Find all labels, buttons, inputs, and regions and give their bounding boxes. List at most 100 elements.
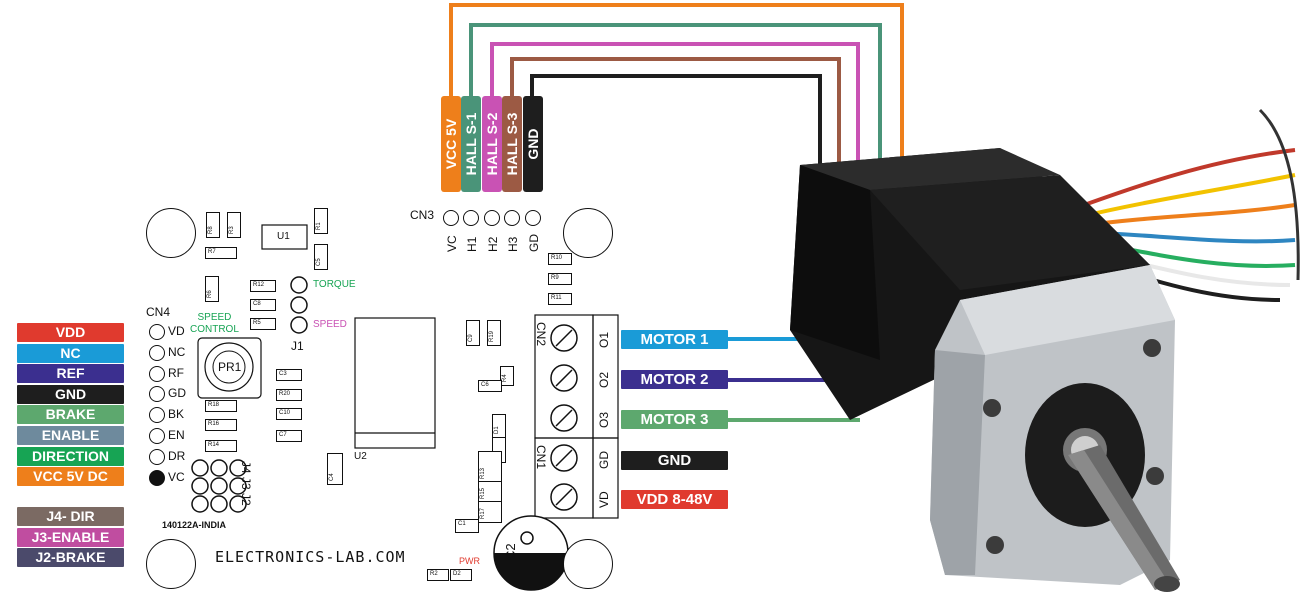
component-label-r9: R9 [551,275,559,281]
component-r11: R11 [548,293,572,305]
wire-label-4: GND [522,96,543,192]
component-label-c1: C1 [458,521,466,527]
cn3-pin-h2 [483,210,500,226]
pin-label-ref: REF [17,364,124,384]
pin-label-vcc-5v-dc: VCC 5V DC [17,467,124,487]
component-label-r11: R11 [551,295,562,301]
cn3-pin-label-h1: H1 [465,236,480,252]
cn4-pin-vd [149,324,165,340]
pin-label-direction: DIRECTION [17,446,124,466]
component-label-d1: D1 [494,426,500,434]
component-label-r8: R8 [208,226,214,234]
site-label: ELECTRONICS-LAB.COM [215,548,406,566]
cn3-pin-label-h2: H2 [485,236,500,252]
wire-label-text-0: VCC 5V [443,118,459,170]
wire-label-0: VCC 5V [441,96,461,192]
component-label-r19: R19 [489,330,495,342]
cn4-pin-label-bk: BK [168,407,185,422]
mount-hole-tl [146,208,196,258]
component-label-r1: R1 [316,222,322,230]
wire-label-text-4: GND [524,128,541,160]
output-label-1: MOTOR 2 [621,370,728,389]
cn4-title: CN4 [146,305,171,319]
component-label-r2: R2 [430,571,438,577]
cn4-pin-en [149,428,165,444]
pin-label-brake: BRAKE [17,405,124,425]
output-label-2: MOTOR 3 [621,410,728,429]
j1-pins [290,276,308,334]
component-c8: C8 [250,299,276,311]
cn4-pin-label-vd: VD [168,324,185,338]
component-c3: C3 [276,369,302,381]
cn3-pin-gd [524,210,541,226]
cn4-pin-dr [149,448,165,465]
component-label-c10: C10 [279,410,291,416]
u2-label: U2 [354,451,367,462]
component-label-c8: C8 [253,301,261,307]
cn1-pin-vd: VD [597,491,611,508]
mount-hole-bl [146,539,196,589]
wire-hall1 [469,23,882,165]
cn2-pin-o1: O1 [597,331,611,348]
cn2-pin-o2: O2 [597,371,611,388]
cn3-pin-label-gd: GD [526,234,541,252]
cn4-pin-label-gd: GD [168,386,186,401]
component-c10: C10 [276,408,302,420]
component-c7: C7 [276,430,302,442]
bldc-motor [790,108,1300,592]
mount-hole-tr [563,208,613,258]
cn4-pin-label-nc: NC [168,344,186,359]
cn4-pin-bk [149,407,165,424]
component-d2: D2 [450,569,472,581]
component-c4: C4 [327,453,343,485]
jumper-pins [191,459,247,513]
component-label-r13: R13 [480,467,486,479]
component-label-r15: R15 [480,487,486,499]
pcb-outline [197,224,619,519]
cn4-pin-rf [149,365,165,382]
component-r20: R20 [276,389,302,401]
component-c6: C6 [478,380,502,392]
component-r18: R18 [205,400,237,412]
pwr-label: PWR [459,556,480,566]
component-label-c6: C6 [481,382,489,388]
component-label-d2: D2 [453,571,461,577]
component-r17: R17 [478,501,502,523]
component-r3: R3 [227,212,241,238]
cn3-pin-vc [443,210,459,226]
component-label-r10: R10 [551,255,563,261]
component-label-r12: R12 [253,282,265,288]
u1-label: U1 [277,231,290,242]
cn3-pin-label-h3: H3 [506,236,521,252]
component-label-c4: C4 [329,473,335,481]
cn3-title: CN3 [410,208,435,222]
component-label-r14: R14 [208,442,220,448]
component-label-c7: C7 [279,432,287,438]
component-r13: R13 [478,451,502,483]
pin-label-nc: NC [17,343,124,363]
component-c1: C1 [455,519,479,533]
component-r8: R8 [206,212,220,238]
output-label-3: GND [621,451,728,470]
cn3-pin-h1 [463,210,480,226]
cn4-pin-label-dr: DR [168,448,186,463]
component-label-r20: R20 [279,391,291,397]
component-r14: R14 [205,440,237,452]
pin-label-vdd: VDD [17,323,124,342]
cn2-title: CN2 [534,322,548,347]
jumper-header-label: J4 J3 J2 [239,461,253,506]
component-r16: R16 [205,419,237,431]
pin-label-enable: ENABLE [17,426,124,445]
component-r5: R5 [250,318,276,330]
component-c5: C5 [314,244,328,270]
cn4-pin-vc [149,469,165,486]
component-label-r16: R16 [208,421,220,427]
wire-label-text-3: HALL S-3 [504,112,521,176]
cn4-pin-label-vc: VC [168,469,185,484]
component-r7: R7 [205,247,237,259]
component-label-c5: C5 [316,258,322,266]
component-r2: R2 [427,569,449,581]
component-r10: R10 [548,253,572,265]
component-r12: R12 [250,280,276,292]
